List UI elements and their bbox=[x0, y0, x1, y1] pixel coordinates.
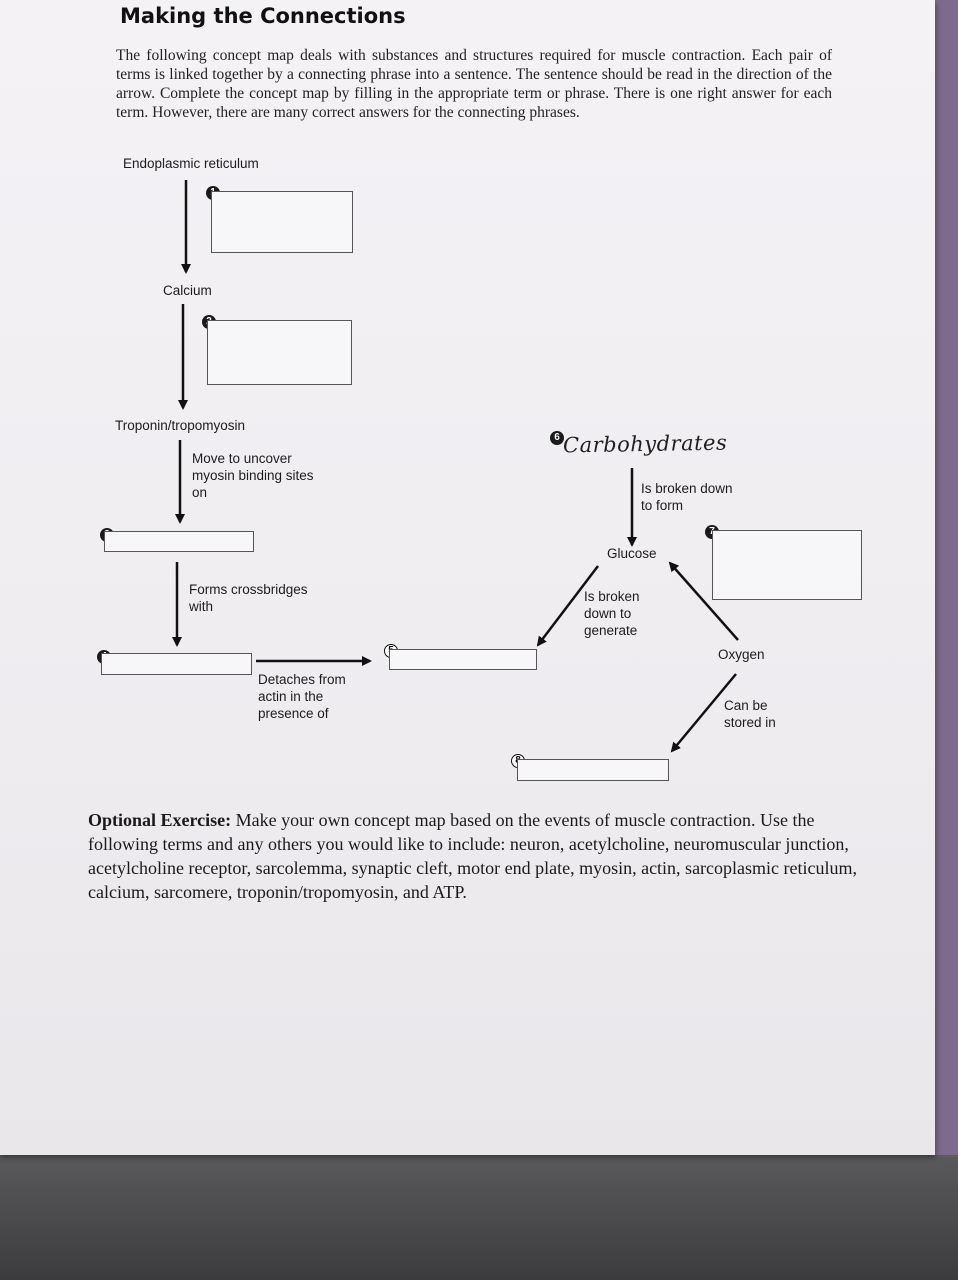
answer-box-1[interactable] bbox=[211, 191, 353, 253]
answer-box-8[interactable] bbox=[517, 759, 669, 781]
badge-6: 6 bbox=[550, 431, 564, 445]
term-calcium: Calcium bbox=[163, 283, 212, 298]
worksheet-page: Making the Connections The following con… bbox=[0, 0, 935, 1155]
phrase-move-to-uncover: Move to uncover myosin binding sites on bbox=[192, 451, 314, 500]
optional-exercise-label: Optional Exercise: bbox=[88, 810, 232, 830]
table-surface bbox=[0, 1155, 958, 1280]
phrase-broken-down-form: Is broken down to form bbox=[641, 481, 733, 513]
answer-box-4[interactable] bbox=[101, 653, 252, 675]
answer-box-5[interactable] bbox=[389, 649, 537, 670]
answer-box-2[interactable] bbox=[207, 320, 352, 385]
phrase-can-be-stored: Can be stored in bbox=[724, 698, 776, 730]
arrow-oxygen-to-8 bbox=[670, 673, 737, 753]
answer-box-7[interactable] bbox=[712, 530, 862, 600]
term-endoplasmic-reticulum: Endoplasmic reticulum bbox=[123, 156, 259, 171]
handwritten-answer-6: Carbohydrates bbox=[562, 430, 728, 458]
optional-exercise: Optional Exercise: Make your own concept… bbox=[88, 808, 878, 904]
phrase-detaches: Detaches from actin in the presence of bbox=[258, 672, 346, 721]
answer-box-3[interactable] bbox=[104, 531, 254, 552]
term-glucose: Glucose bbox=[607, 546, 657, 561]
arrow-glucose-to-5 bbox=[536, 565, 599, 647]
concept-map-arrows bbox=[172, 180, 739, 753]
optional-exercise-text: Make your own concept map based on the e… bbox=[88, 810, 857, 902]
page-title: Making the Connections bbox=[120, 4, 406, 28]
phrase-broken-down-generate: Is broken down to generate bbox=[584, 589, 640, 638]
term-troponin-tropomyosin: Troponin/tropomyosin bbox=[115, 418, 246, 433]
term-oxygen: Oxygen bbox=[718, 647, 765, 662]
arrow-oxygen-to-glucose bbox=[668, 561, 739, 641]
phrase-forms-crossbridges: Forms crossbridges with bbox=[189, 582, 308, 614]
intro-paragraph: The following concept map deals with sub… bbox=[116, 47, 832, 121]
